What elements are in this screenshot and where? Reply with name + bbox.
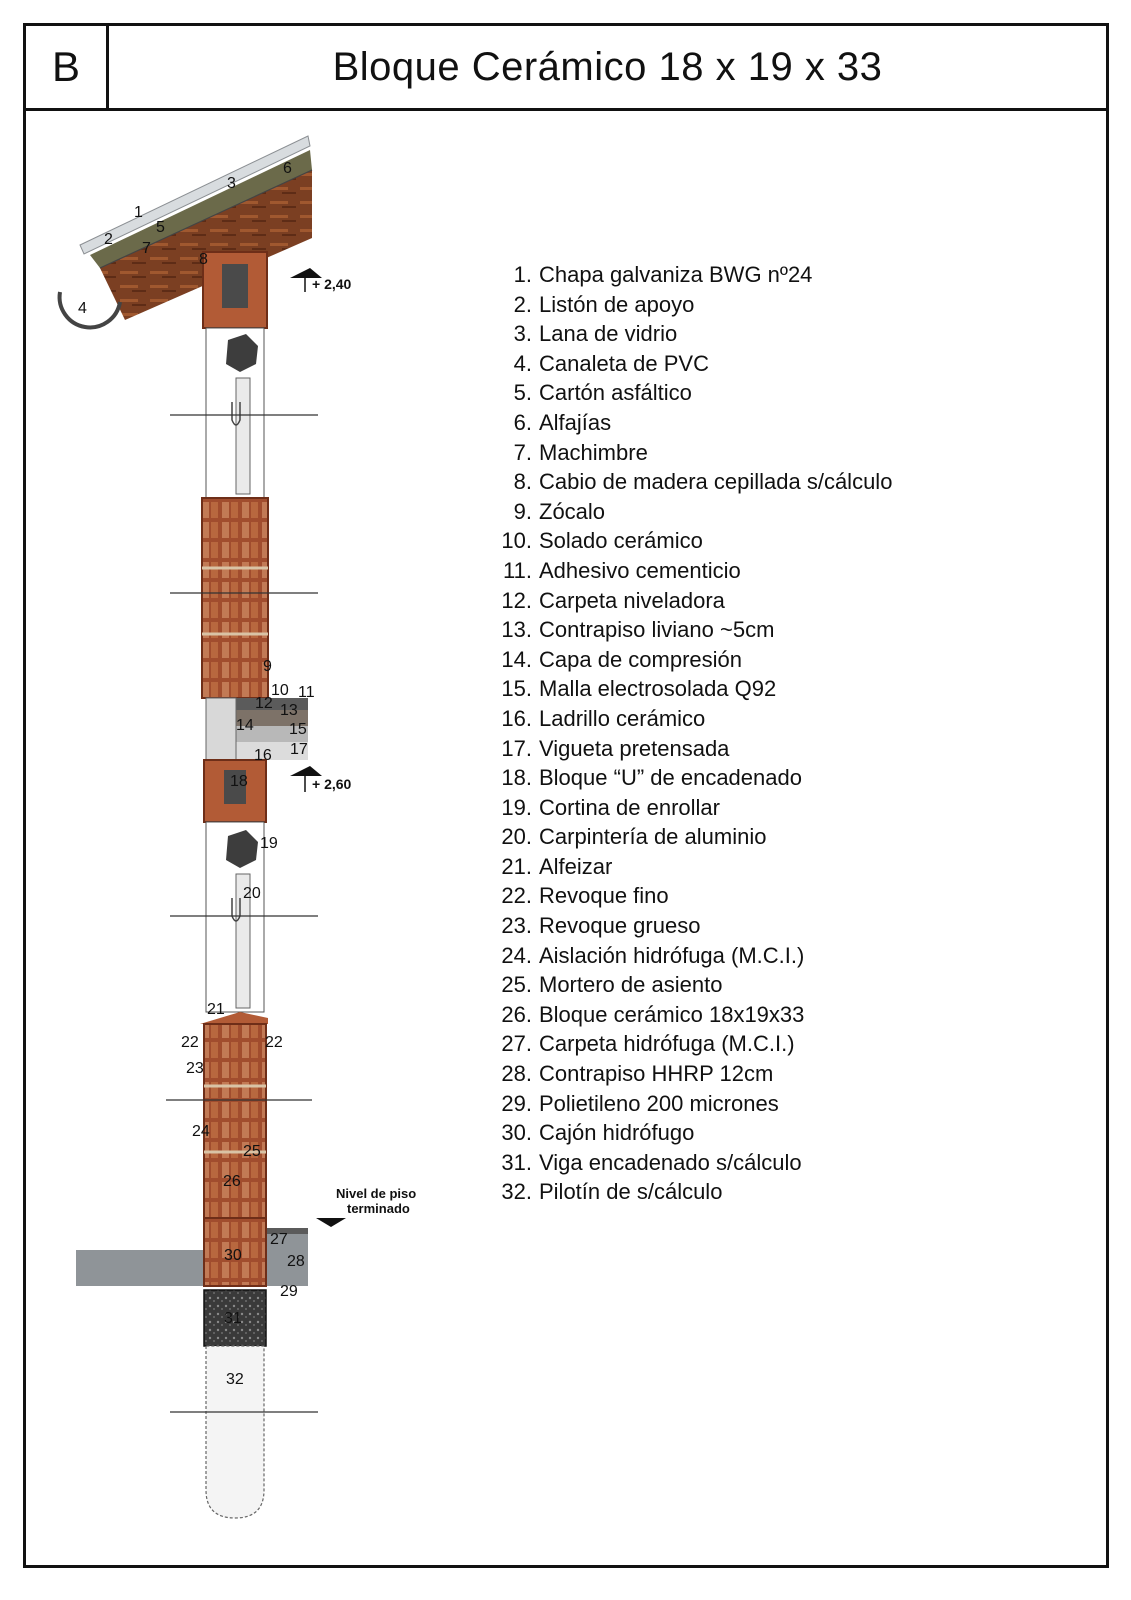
top-u-block: [202, 251, 268, 329]
callout-3: 3: [227, 175, 236, 192]
callout-14: 14: [236, 717, 254, 734]
legend-item: 7.Machimbre: [513, 439, 648, 465]
legend-item: 27.Carpeta hidrófuga (M.C.I.): [501, 1031, 795, 1057]
callout-19: 19: [260, 835, 278, 852]
legend-item: 16.Ladrillo cerámico: [501, 705, 706, 731]
middle-u-block: [203, 759, 267, 823]
legend-item: 25.Mortero de asiento: [501, 972, 723, 998]
callout-32: 32: [226, 1371, 244, 1388]
callout-4: 4: [78, 300, 87, 317]
legend-item: 26.Bloque cerámico 18x19x33: [501, 1001, 805, 1027]
legend-item: 20.Carpintería de aluminio: [501, 824, 767, 850]
callout-10: 10: [271, 682, 289, 699]
callout-25: 25: [243, 1143, 261, 1160]
lower-roller-box: [226, 830, 258, 868]
legend-item: 3.Lana de vidrio: [513, 321, 678, 347]
legend-item: 12.Carpeta niveladora: [501, 587, 725, 613]
callout-28: 28: [287, 1253, 305, 1270]
legend-item: 18.Bloque “U” de encadenado: [501, 765, 802, 791]
callout-29: 29: [280, 1283, 298, 1300]
roof-timber-deck: [100, 170, 312, 320]
callout-26: 26: [223, 1173, 241, 1190]
callout-7: 7: [142, 240, 151, 257]
legend-item: 15.Malla electrosolada Q92: [501, 676, 777, 702]
floor-level-note: Nivel de piso terminado: [316, 1186, 416, 1227]
legend-item: 29.Polietileno 200 micrones: [501, 1090, 779, 1116]
legend-item: 21.Alfeizar: [501, 853, 613, 879]
callout-20: 20: [243, 885, 261, 902]
legend-item: 23.Revoque grueso: [501, 913, 701, 939]
callout-13: 13: [280, 702, 298, 719]
upper-window: [205, 327, 265, 499]
callout-8: 8: [199, 251, 208, 268]
floor-note-line2: terminado: [347, 1201, 410, 1216]
callout-9: 9: [263, 658, 272, 675]
legend-item: 13.Contrapiso liviano ~5cm: [501, 617, 775, 643]
legend-item: 28.Contrapiso HHRP 12cm: [501, 1061, 774, 1087]
callout-30: 30: [224, 1247, 242, 1264]
legend-item: 32.Pilotín de s/cálculo: [501, 1179, 723, 1205]
callout-12: 12: [255, 695, 273, 712]
legend-item: 9.Zócalo: [513, 498, 606, 524]
gutter-pvc: [57, 291, 122, 330]
callout-23: 23: [186, 1060, 204, 1077]
callout-5: 5: [156, 219, 165, 236]
legend-item: 5.Cartón asfáltico: [513, 380, 692, 406]
legend-item: 8.Cabio de madera cepillada s/cálculo: [513, 469, 893, 495]
title-block: B Bloque Cerámico 18 x 19 x 33: [26, 26, 1106, 111]
legend-item: 31.Viga encadenado s/cálculo: [501, 1149, 802, 1175]
callout-17: 17: [290, 741, 308, 758]
callout-6: 6: [283, 160, 292, 177]
callout-22-right: 22: [265, 1034, 283, 1051]
sheet-frame: B Bloque Cerámico 18 x 19 x 33: [23, 23, 1109, 1568]
callout-15: 15: [289, 721, 307, 738]
callout-18: 18: [230, 773, 248, 790]
legend-item: 6.Alfajías: [513, 409, 612, 435]
legend-item: 1.Chapa galvaniza BWG nº24: [513, 262, 813, 287]
callout-31: 31: [224, 1310, 242, 1327]
legend-list: 1.Chapa galvaniza BWG nº24 2.Listón de a…: [490, 260, 892, 1207]
level-upper-text: + 2,40: [312, 276, 352, 292]
level-marker-middle: + 2,60: [290, 766, 352, 792]
callout-labels: 1 2 3 4 5 6 7 8 9 10 11 12 13 14 15 16 1…: [78, 160, 315, 1388]
sheet-title: Bloque Cerámico 18 x 19 x 33: [332, 44, 883, 89]
roof-assembly: [57, 135, 313, 330]
floor-note-line1: Nivel de piso: [336, 1186, 416, 1201]
middle-wall: [201, 497, 269, 699]
callout-1: 1: [134, 204, 143, 221]
foundation: [76, 1217, 308, 1519]
level-marker-upper: + 2,40: [290, 268, 352, 292]
callout-24: 24: [192, 1123, 210, 1140]
callout-21: 21: [207, 1001, 225, 1018]
legend-item: 10.Solado cerámico: [501, 528, 703, 554]
legend-item: 22.Revoque fino: [501, 883, 669, 909]
lower-wall: [200, 1012, 268, 1219]
level-middle-text: + 2,60: [312, 776, 352, 792]
legend-item: 14.Capa de compresión: [501, 646, 743, 672]
upper-roller-box: [226, 334, 258, 372]
callout-22-left: 22: [181, 1034, 199, 1051]
sheet-code: B: [26, 26, 109, 108]
legend-item: 11.Adhesivo cementicio: [503, 557, 741, 583]
roof-insulation: [90, 150, 312, 268]
callout-16: 16: [254, 747, 272, 764]
callout-11: 11: [298, 684, 315, 701]
legend-item: 2.Listón de apoyo: [513, 291, 695, 317]
legend-item: 17.Vigueta pretensada: [501, 735, 730, 761]
callout-27: 27: [270, 1231, 288, 1248]
roof-sheet-metal: [79, 135, 311, 255]
callout-2: 2: [104, 231, 113, 248]
legend-item: 30.Cajón hidrófugo: [501, 1120, 695, 1146]
legend-item: 24.Aislación hidrófuga (M.C.I.): [501, 942, 805, 968]
legend-item: 4.Canaleta de PVC: [513, 350, 709, 376]
lower-window: [205, 821, 265, 1013]
legend-item: 19.Cortina de enrollar: [501, 794, 720, 820]
